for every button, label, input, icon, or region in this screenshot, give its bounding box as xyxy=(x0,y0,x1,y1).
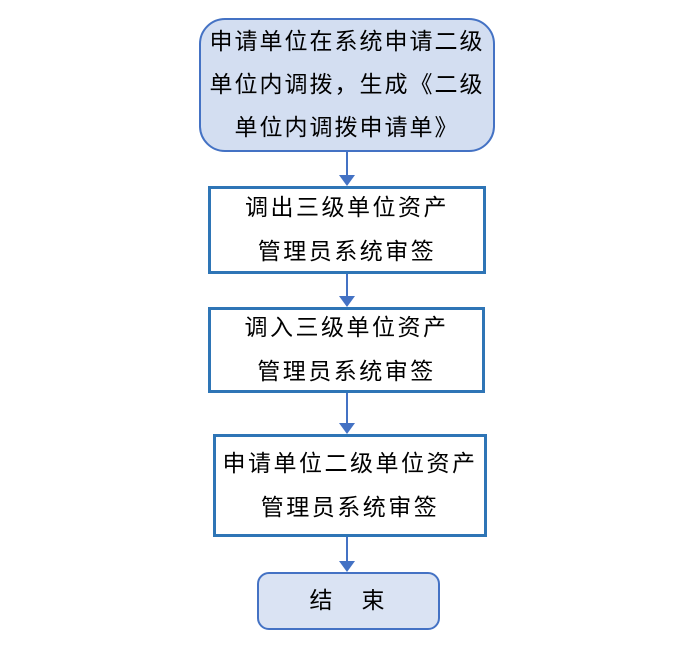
arrow-head-icon xyxy=(339,175,355,186)
arrow-shaft xyxy=(346,537,348,561)
node-text-line: 结 束 xyxy=(309,587,388,614)
arrow-shaft xyxy=(346,274,348,296)
node-text-line: 管理员系统审签 xyxy=(257,359,436,385)
node-text-line: 调出三级单位资产 xyxy=(245,195,449,221)
flow-arrow-step1-to-step2 xyxy=(339,274,355,307)
node-text-line: 管理员系统审签 xyxy=(257,239,437,265)
flow-arrow-step3-to-end xyxy=(339,537,355,572)
arrow-head-icon xyxy=(339,423,355,434)
node-text-line: 单位内调拨，生成《二级 xyxy=(209,71,485,98)
arrow-shaft xyxy=(346,152,348,175)
flowchart-node-step2: 调入三级单位资产 管理员系统审签 xyxy=(208,307,485,393)
flowchart-node-end: 结 束 xyxy=(257,572,440,630)
node-text-line: 申请单位在系统申请二级 xyxy=(209,28,485,55)
flowchart-node-step3: 申请单位二级单位资产 管理员系统审签 xyxy=(213,434,487,537)
node-text-line: 调入三级单位资产 xyxy=(244,315,449,341)
node-text-line: 管理员系统审签 xyxy=(260,494,440,521)
arrow-head-icon xyxy=(339,561,355,572)
arrow-shaft xyxy=(346,393,348,423)
flowchart-node-start: 申请单位在系统申请二级 单位内调拨，生成《二级 单位内调拨申请单》 xyxy=(199,18,495,152)
flowchart-node-step1: 调出三级单位资产 管理员系统审签 xyxy=(208,186,486,274)
flow-arrow-step2-to-step3 xyxy=(339,393,355,434)
node-text-line: 单位内调拨申请单》 xyxy=(234,114,460,141)
arrow-head-icon xyxy=(339,296,355,307)
flow-arrow-start-to-step1 xyxy=(339,152,355,186)
node-text-line: 申请单位二级单位资产 xyxy=(222,450,478,477)
